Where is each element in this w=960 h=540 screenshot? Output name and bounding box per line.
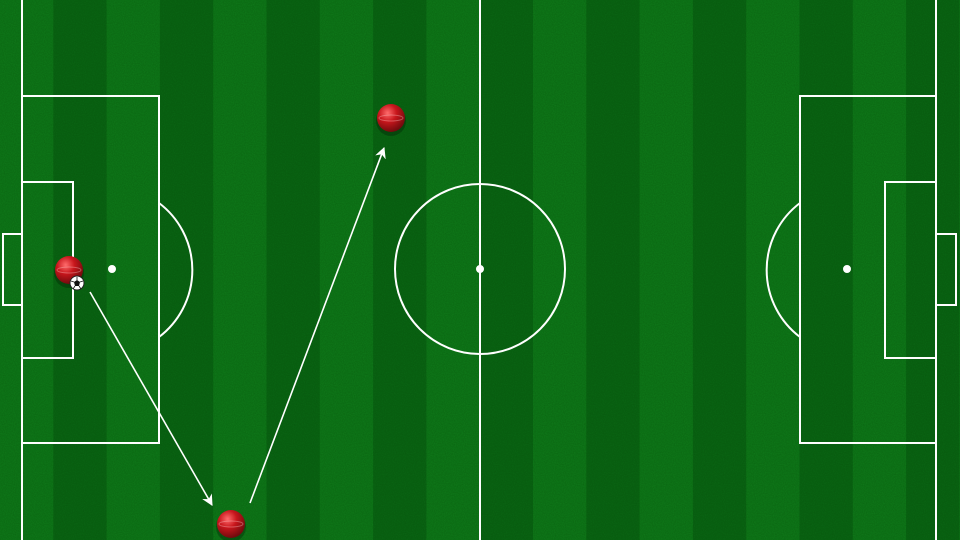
right-penalty-spot [843,265,851,273]
player-2[interactable] [216,510,246,540]
pass-arrow-2 [249,146,386,504]
player-marker [377,104,405,132]
center-circle [394,183,566,355]
player-marker [217,510,245,538]
right-goal [935,233,957,306]
right-penalty-arc [765,202,801,338]
center-spot [476,265,484,273]
left-goal [2,233,23,306]
soccer-ball-icon[interactable] [69,275,85,291]
left-penalty-arc [158,202,194,338]
left-penalty-spot [108,265,116,273]
pass-arrows [89,146,386,506]
pass-arrow-1 [89,291,213,506]
player-3[interactable] [376,104,406,136]
